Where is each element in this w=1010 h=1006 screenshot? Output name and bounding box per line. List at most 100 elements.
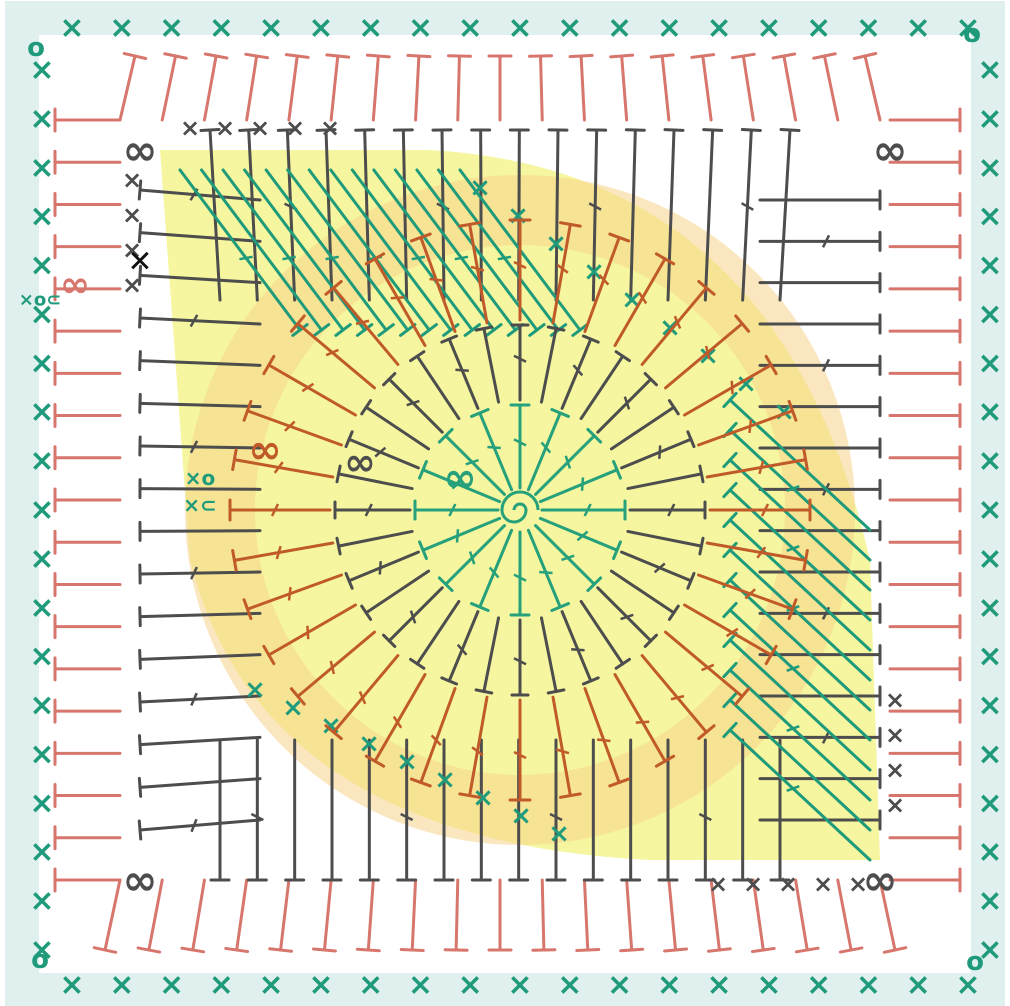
sc-grey-top: × [320, 114, 340, 142]
sc-left: × [29, 884, 54, 919]
stitch-top-bar [781, 129, 799, 130]
sc-top: × [358, 11, 383, 46]
sc-top: × [906, 11, 931, 46]
stitch-mid-bar [732, 381, 733, 394]
sc-left: × [29, 150, 54, 185]
sc-green-edge: × [507, 201, 529, 231]
sc-left: × [29, 444, 54, 479]
sc-bottom: × [507, 968, 532, 1003]
stitch-top-bar [445, 950, 467, 951]
sc-left: × [29, 688, 54, 723]
stitch-top-bar [621, 949, 643, 951]
stitch-top-bar [313, 949, 335, 951]
start-marker: ✕ [127, 245, 152, 280]
sc-left: × [29, 346, 54, 381]
stitch-mid-bar [539, 572, 552, 573]
sc-green-edge-bottom: × [396, 747, 418, 777]
grey-stitch-top [556, 130, 558, 300]
stitch-mid-bar [457, 529, 458, 542]
grey-stitch-top [442, 130, 444, 300]
sc-right: × [977, 101, 1002, 136]
stitch-top-bar [570, 55, 592, 56]
sc-left: × [29, 639, 54, 674]
sc-right: × [977, 590, 1002, 625]
sc-left: × [29, 101, 54, 136]
salmon-stitch-top [458, 56, 460, 120]
stitch-mid-bar [597, 739, 610, 741]
stitch-top-bar [401, 949, 423, 950]
sc-grey-right: × [885, 721, 905, 749]
sc-grey-bottom: × [813, 870, 833, 898]
chain-loop-corner: ∞ [123, 856, 158, 905]
sc-grey-bottom: × [778, 870, 798, 898]
sc-left: × [29, 395, 54, 430]
sc-left: × [29, 248, 54, 283]
stitch-top-bar [139, 778, 140, 796]
sc-top: × [259, 11, 284, 46]
sc-top: × [209, 11, 234, 46]
chain-corner: o [27, 33, 45, 63]
stitch-mid-bar [289, 587, 291, 600]
sc-right: × [977, 199, 1002, 234]
sc-green-edge-bottom: × [548, 819, 570, 849]
chain-loop-corner: ∞ [873, 126, 908, 175]
stitch-top-bar [742, 130, 760, 131]
sc-bottom: × [607, 968, 632, 1003]
stitch-top-bar [665, 949, 687, 951]
sc-bottom: × [906, 968, 931, 1003]
sc-right: × [977, 395, 1002, 430]
sc-bottom: × [657, 968, 682, 1003]
sc-left: × [29, 737, 54, 772]
sc-chain-join: ×⊂ [183, 493, 217, 517]
sc-top: × [109, 11, 134, 46]
sc-green-edge: × [469, 173, 491, 203]
sc-left: × [29, 199, 54, 234]
sc-top: × [159, 11, 184, 46]
sc-grey-left: × [122, 201, 142, 229]
stitch-top-bar [611, 55, 633, 57]
sc-right: × [977, 835, 1002, 870]
sc-bottom: × [59, 968, 84, 1003]
sc-bottom: × [259, 968, 284, 1003]
stitch-mid-bar [571, 649, 584, 650]
sc-right: × [977, 444, 1002, 479]
sc-left: × [29, 493, 54, 528]
chain-loop-salmon: ∞ [60, 265, 90, 306]
grey-stitch-top [481, 130, 482, 300]
sc-grey-bottom: × [708, 870, 728, 898]
stitch-top-bar [530, 56, 552, 57]
sc-top: × [607, 11, 632, 46]
sc-bottom: × [358, 968, 383, 1003]
stitch-mid-bar [659, 445, 660, 458]
salmon-stitch-bottom [456, 880, 458, 950]
chain-corner: o [31, 945, 49, 975]
stitch-mid-bar [749, 420, 751, 433]
salmon-stitch-bottom [542, 880, 544, 950]
sc-bottom: × [557, 968, 582, 1003]
chain-loop-join: ∞ [443, 455, 476, 501]
sc-right: × [977, 541, 1002, 576]
sc-green-edge-bottom: × [434, 765, 456, 795]
sc-top: × [507, 11, 532, 46]
stitch-mid-bar [380, 561, 381, 574]
stitch-top-bar [139, 821, 140, 839]
sc-top: × [59, 11, 84, 46]
sc-left: × [29, 835, 54, 870]
sc-right: × [977, 688, 1002, 723]
sc-top: × [707, 11, 732, 46]
stitch-mid-bar [430, 279, 443, 281]
sc-top: × [557, 11, 582, 46]
sc-top: × [657, 11, 682, 46]
stitch-mid-bar [307, 626, 308, 639]
grey-stitch-left [140, 531, 260, 532]
sc-grey-bottom: × [848, 870, 868, 898]
stitch-top-bar [533, 950, 555, 951]
sc-right: × [977, 297, 1002, 332]
sc-right: × [977, 884, 1002, 919]
grey-stitch-left [140, 572, 260, 574]
sc-right: × [977, 493, 1002, 528]
sc-bottom: × [707, 968, 732, 1003]
sc-green-edge-bottom: × [358, 729, 380, 759]
sc-bottom: × [856, 968, 881, 1003]
stitch-top-bar [577, 949, 599, 950]
